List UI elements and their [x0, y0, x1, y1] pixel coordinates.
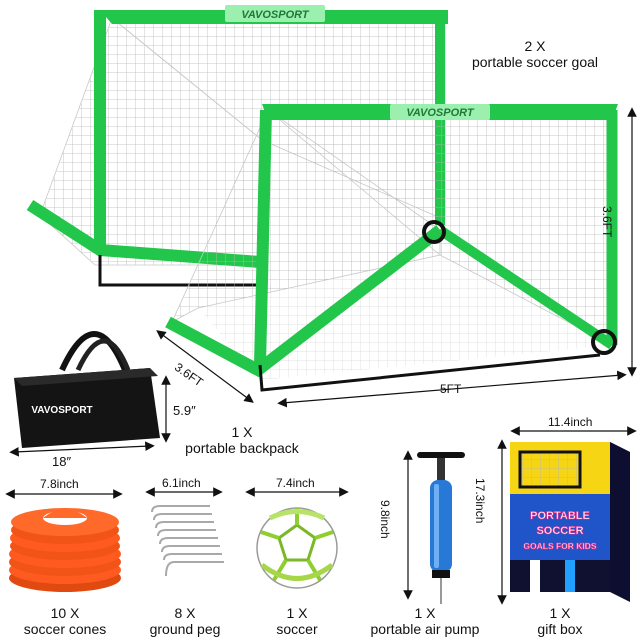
- ground-peg: [165, 561, 224, 577]
- pump-name: portable air pump: [370, 621, 480, 637]
- pump-rod: [437, 458, 445, 480]
- pump-barrel-highlight: [434, 484, 439, 568]
- backpack-top-edge: [14, 368, 158, 386]
- pump-size-label: 9.8inch: [378, 500, 392, 539]
- goal-front-base-right: [437, 225, 615, 350]
- cone-top-dome: [43, 509, 87, 518]
- box-name: gift box: [537, 621, 583, 637]
- ball-seams: [260, 508, 334, 582]
- ground-peg: [159, 537, 218, 545]
- gift-box-goal-picture: [518, 450, 582, 489]
- air-pump: [417, 452, 465, 604]
- gift-box-stripe-2: [565, 560, 575, 592]
- ground-peg: [151, 505, 210, 513]
- peg-name: ground peg: [149, 621, 221, 637]
- box-width-label: 11.4inch: [548, 415, 593, 429]
- box-count: 1 X: [549, 605, 571, 621]
- goal-name: portable soccer goal: [471, 54, 599, 70]
- backpack-length-label: 18″: [52, 454, 72, 469]
- backpack-body: [14, 368, 160, 448]
- goal-front-logo: VAVOSPORT: [406, 107, 475, 119]
- goal-front-left-post: [254, 109, 272, 366]
- gift-box-text-line-3: GOALS FOR KIDS: [523, 541, 597, 551]
- ball-count: 1 X: [286, 605, 308, 621]
- goal-front-base-strap: [258, 353, 601, 392]
- peg-count: 8 X: [174, 605, 196, 621]
- goal-width-label: 5FT: [440, 382, 462, 396]
- goal-count: 2 X: [524, 38, 546, 54]
- backpack-handle: [59, 331, 128, 372]
- peg-size-label: 6.1inch: [162, 476, 201, 490]
- ground-peg: [153, 513, 212, 521]
- ball-size-label: 7.4inch: [276, 476, 315, 490]
- peg-caption: 8 X ground peg: [130, 605, 240, 637]
- pump-barrel: [430, 480, 452, 572]
- gift-box-text-line-2: SOCCER: [536, 525, 583, 537]
- soccer-ball: [256, 507, 338, 589]
- soccer-cones: [9, 508, 121, 592]
- backpack-caption: 1 X portable backpack: [162, 424, 322, 456]
- backpack-length-dimension-line: [9, 441, 155, 457]
- cones-count: 10 X: [50, 605, 80, 621]
- cones-caption: 10 X soccer cones: [5, 605, 125, 637]
- backpack-height-label: 5.9″: [173, 403, 196, 418]
- backpack: VAVOSPORT: [14, 331, 160, 448]
- backpack-count: 1 X: [231, 424, 253, 440]
- gift-box: PORTABLE SOCCER GOALS FOR KIDS: [510, 442, 630, 602]
- ball-name: soccer: [276, 621, 318, 637]
- backpack-name: portable backpack: [185, 440, 299, 456]
- cones-name: soccer cones: [23, 621, 107, 637]
- goal-front-logo-plate: [390, 104, 490, 120]
- goal-depth-dimension-line: [156, 330, 254, 403]
- pump-caption: 1 X portable air pump: [355, 605, 495, 637]
- ground-peg: [161, 545, 220, 553]
- ground-peg: [163, 553, 222, 561]
- ball-center-panel: [277, 523, 317, 562]
- goal-caption: 2 X portable soccer goal: [455, 38, 615, 70]
- goal-front-corner-ring-right: [591, 329, 617, 355]
- pump-base: [432, 570, 450, 578]
- backpack-logo: VAVOSPORT: [31, 405, 92, 416]
- ground-peg: [155, 521, 214, 529]
- ground-pegs: [151, 505, 224, 577]
- ground-peg: [157, 529, 216, 537]
- goal-width-dimension-line: [277, 370, 627, 408]
- backpack-handle-2: [75, 338, 131, 372]
- ball-green-stripe: [268, 509, 326, 521]
- box-caption: 1 X gift box: [515, 605, 605, 637]
- goal-front-corner-ring: [422, 220, 446, 244]
- gift-box-stripe: [530, 560, 540, 592]
- cones-size-label: 7.8inch: [40, 477, 79, 491]
- goal-back-logo: VAVOSPORT: [241, 9, 310, 21]
- gift-box-bottom-band: [510, 560, 610, 592]
- goal-back-logo-plate: [225, 5, 325, 22]
- gift-box-text-line-1: PORTABLE: [530, 510, 590, 522]
- goal-height-label: 3.6FT: [600, 206, 614, 238]
- ball-green-stripe-2: [260, 562, 334, 581]
- pump-count: 1 X: [414, 605, 436, 621]
- box-height-label: 17.3inch: [473, 478, 487, 524]
- gift-box-side-face: [610, 442, 630, 602]
- ball-caption: 1 X soccer: [252, 605, 342, 637]
